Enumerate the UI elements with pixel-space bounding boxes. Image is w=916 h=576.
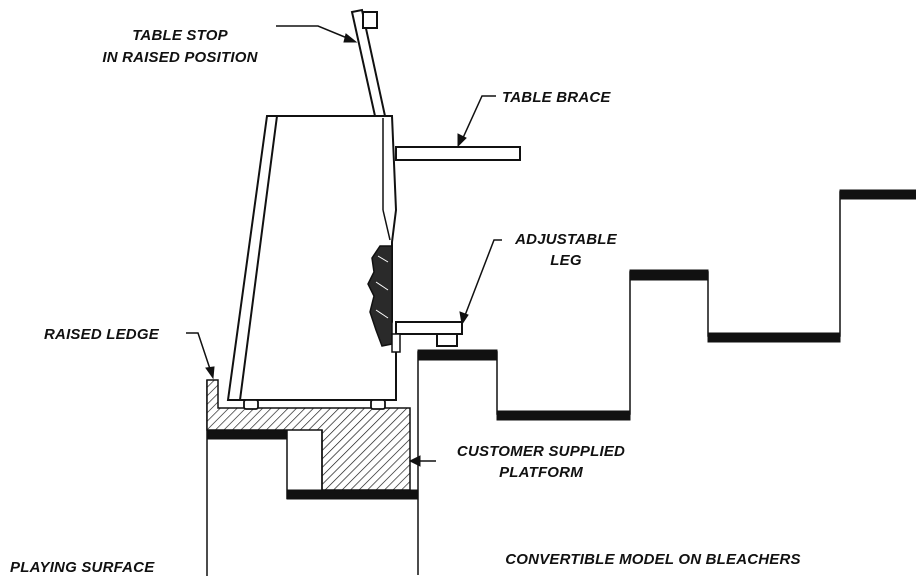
- label-playing-surface: PLAYING SURFACE: [10, 559, 155, 576]
- leader-lines: [186, 25, 502, 467]
- label-adjustable-leg-line1: ADJUSTABLE: [514, 231, 618, 248]
- table-brace: [395, 146, 521, 161]
- bleacher-steps: [417, 189, 916, 575]
- table-body: [226, 115, 398, 410]
- table-stop: [350, 8, 387, 117]
- hinge-mechanism: [367, 245, 393, 347]
- caster-right: [370, 399, 386, 410]
- customer-platform: [206, 379, 411, 491]
- label-table-stop-line2: IN RAISED POSITION: [102, 49, 258, 66]
- label-raised-ledge: RAISED LEDGE: [44, 326, 160, 343]
- label-customer-platform-line2: PLATFORM: [499, 464, 583, 481]
- diagram-caption: CONVERTIBLE MODEL ON BLEACHERS: [505, 551, 800, 568]
- label-customer-platform-line1: CUSTOMER SUPPLIED: [457, 443, 625, 460]
- label-adjustable-leg-line2: LEG: [550, 252, 582, 269]
- caster-left: [243, 399, 259, 410]
- label-table-stop-line1: TABLE STOP: [132, 27, 228, 44]
- adjustable-leg: [391, 321, 463, 353]
- label-table-brace: TABLE BRACE: [502, 89, 611, 106]
- labels: TABLE STOP IN RAISED POSITION TABLE BRAC…: [10, 27, 801, 576]
